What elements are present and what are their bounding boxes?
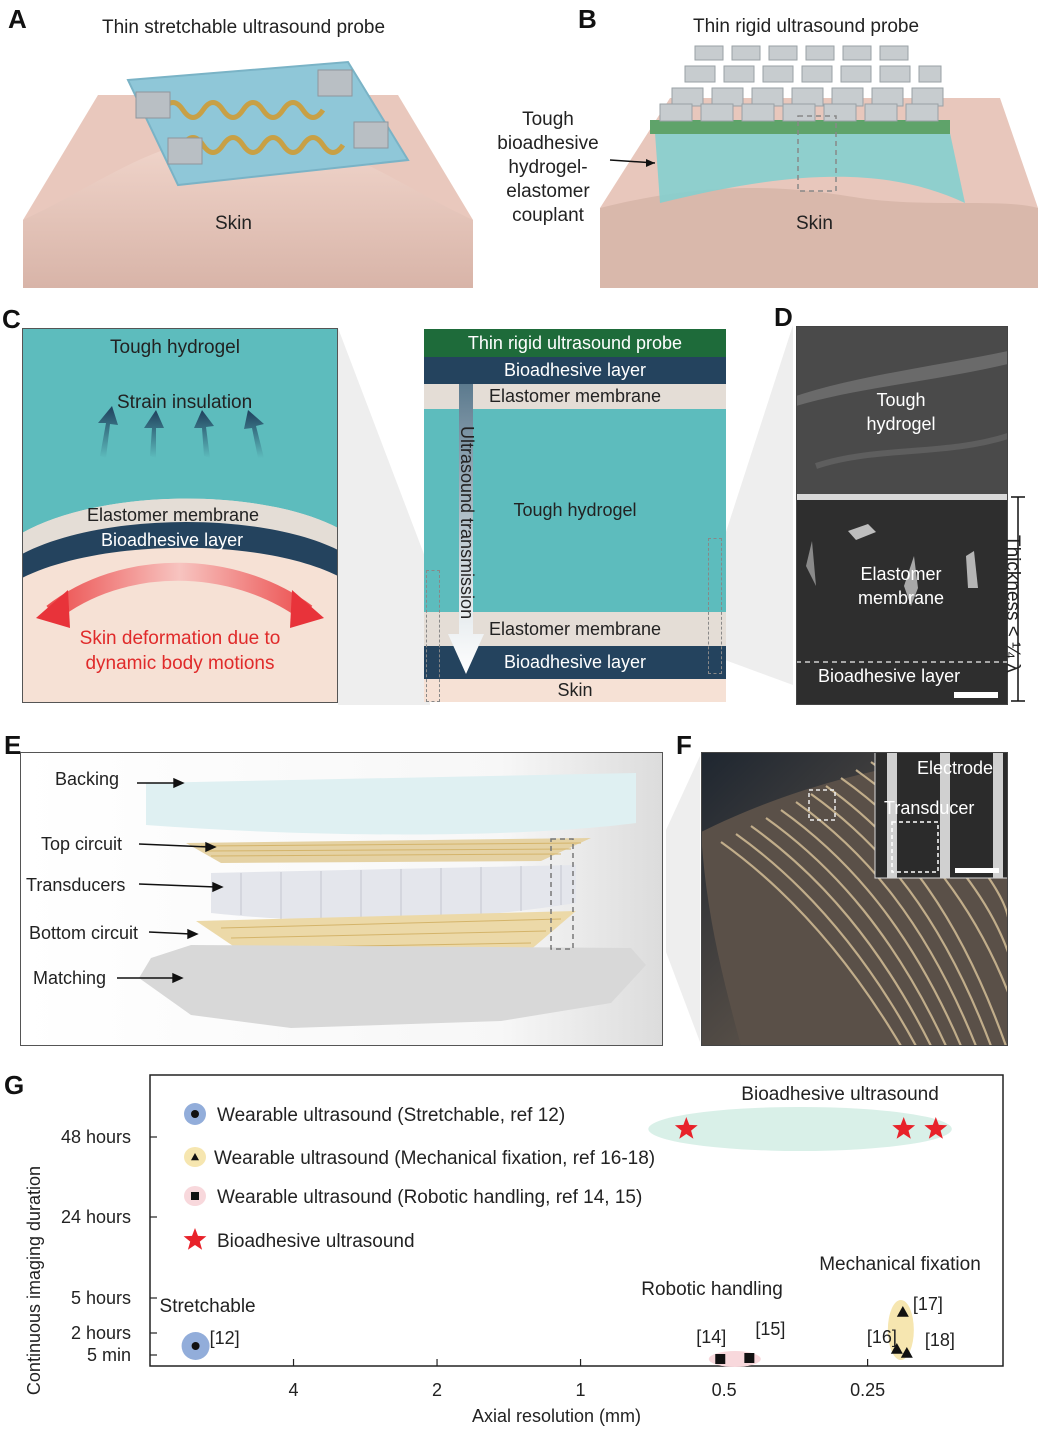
c-left-deformation-label: Skin deformation due to dynamic body mot…	[79, 628, 281, 674]
d-hydrogel-label: Tough hydrogel	[866, 390, 936, 434]
legend-label: Wearable ultrasound (Stretchable, ref 12…	[217, 1105, 565, 1126]
x-tick-label: 2	[432, 1380, 442, 1400]
stack-probe-layer: Thin rigid ultrasound probe	[424, 329, 726, 357]
y-tick-label: 48 hours	[61, 1127, 131, 1147]
ultrasound-transmission-arrow	[448, 384, 484, 674]
y-tick-label: 5 hours	[71, 1288, 131, 1308]
zoom-connector-right	[725, 325, 793, 685]
y-tick-label: 24 hours	[61, 1207, 131, 1227]
point-label: [18]	[925, 1330, 955, 1350]
panel-a-title: Thin stretchable ultrasound probe	[102, 17, 386, 38]
c-left-insulation-label: Strain insulation	[117, 392, 253, 413]
group-label-stretchable: Stretchable	[160, 1296, 256, 1317]
group-label-bioadhesive: Bioadhesive ultrasound	[741, 1084, 939, 1105]
x-tick-label: 0.25	[850, 1380, 885, 1400]
c-left-bioadhesive-label: Bioadhesive layer	[101, 530, 244, 550]
legend-marker-star	[183, 1228, 207, 1250]
point-label: [15]	[755, 1319, 785, 1339]
e-top-circuit-label: Top circuit	[41, 834, 123, 854]
panel-c-letter: C	[2, 304, 21, 334]
x-tick-label: 4	[289, 1380, 299, 1400]
resolution-duration-chart: 4 2 1 0.5 0.25 48 hours 24 hours 5 hours 2 hours…	[24, 1074, 1004, 1426]
data-point-square	[715, 1354, 726, 1364]
panel-b-title: Thin rigid ultrasound probe	[693, 16, 920, 37]
legend-label: Wearable ultrasound (Robotic handling, r…	[217, 1187, 642, 1208]
c-left-elastomer-label: Elastomer membrane	[87, 505, 260, 525]
bioadhesive-region	[648, 1107, 952, 1151]
data-point-square	[744, 1353, 755, 1363]
e-backing-label: Backing	[55, 769, 120, 789]
thickness-label: Thickness < ¼ λ	[1002, 535, 1023, 673]
data-point-triangle	[890, 1343, 903, 1354]
panel-b-letter: B	[578, 4, 597, 34]
data-point-star	[674, 1117, 698, 1139]
sem-cross-section-image	[796, 326, 1008, 705]
transducer-array-exploded-view	[21, 753, 662, 1045]
f-transducer-label: Transducer	[884, 798, 975, 818]
d-bioadhesive-label: Bioadhesive layer	[818, 666, 961, 686]
rigid-probe-illustration	[600, 45, 1038, 288]
x-axis-label: Axial resolution (mm)	[472, 1406, 641, 1426]
thickness-bracket	[1011, 496, 1025, 702]
legend-marker-square	[191, 1192, 199, 1200]
panel-a-letter: A	[8, 4, 27, 34]
e-transducers-label: Transducers	[26, 875, 126, 895]
legend-marker-circle	[191, 1110, 199, 1118]
d-elastomer-label: Elastomer membrane	[857, 564, 945, 608]
data-point-star	[924, 1117, 948, 1139]
x-tick-label: 0.5	[712, 1380, 737, 1400]
device-photo	[701, 752, 1008, 1046]
c-left-hydrogel-label: Tough hydrogel	[110, 337, 240, 358]
panel-d-letter: D	[774, 302, 793, 332]
zoom-connector-left	[338, 328, 430, 705]
zoom-box-right	[708, 538, 722, 674]
legend-marker-triangle	[191, 1153, 199, 1161]
panel-d-frame	[796, 326, 1008, 705]
point-label: [12]	[210, 1328, 240, 1348]
y-tick-label: 2 hours	[71, 1323, 131, 1343]
panel-a-skin-label: Skin	[215, 213, 252, 234]
panel-g-letter: G	[4, 1070, 25, 1100]
f-electrode-label: Electrode	[917, 758, 994, 778]
panel-b-skin-label: Skin	[796, 213, 833, 234]
zoom-box-left	[426, 570, 440, 702]
panel-e-letter: E	[4, 730, 22, 760]
group-label-robotic: Robotic handling	[641, 1279, 783, 1300]
panel-f-letter: F	[676, 730, 692, 760]
stack-skin: Skin	[424, 679, 726, 702]
data-point-star	[892, 1117, 916, 1139]
data-point-triangle	[896, 1306, 909, 1317]
stretchable-probe-illustration	[23, 60, 473, 288]
data-point-circle	[191, 1342, 200, 1350]
e-matching-label: Matching	[33, 968, 107, 988]
panel-f-frame	[701, 752, 1008, 1046]
strain-insulation-schematic	[22, 328, 338, 703]
group-label-mechanical: Mechanical fixation	[819, 1254, 981, 1275]
y-axis-label: Continuous imaging duration	[24, 1166, 44, 1395]
couplant-label: Tough bioadhesive hydrogel- elastomer co…	[497, 109, 599, 226]
y-tick-label: 5 min	[87, 1345, 131, 1365]
ultrasound-transmission-label: Ultrasound transmission	[457, 426, 477, 620]
stack-elastomer-top: Elastomer membrane	[424, 384, 726, 409]
strain-arrows	[98, 406, 264, 458]
point-label: [17]	[913, 1294, 943, 1314]
stack-bioadhesive-top: Bioadhesive layer	[424, 357, 726, 384]
data-point-triangle	[900, 1347, 913, 1358]
stack-hydrogel: Tough hydrogel	[424, 409, 726, 612]
x-tick-label: 1	[576, 1380, 586, 1400]
point-label: [14]	[696, 1327, 726, 1347]
layer-stack: Thin rigid ultrasound probe Bioadhesive …	[424, 329, 726, 702]
zoom-connector-ef	[666, 756, 700, 1042]
panel-c-left-frame	[22, 328, 338, 703]
point-label: [16]	[867, 1327, 897, 1347]
legend-label: Wearable ultrasound (Mechanical fixation…	[214, 1148, 655, 1169]
e-bottom-circuit-label: Bottom circuit	[29, 923, 139, 943]
legend-label: Bioadhesive ultrasound	[217, 1231, 415, 1252]
plot-frame	[149, 1074, 1004, 1367]
